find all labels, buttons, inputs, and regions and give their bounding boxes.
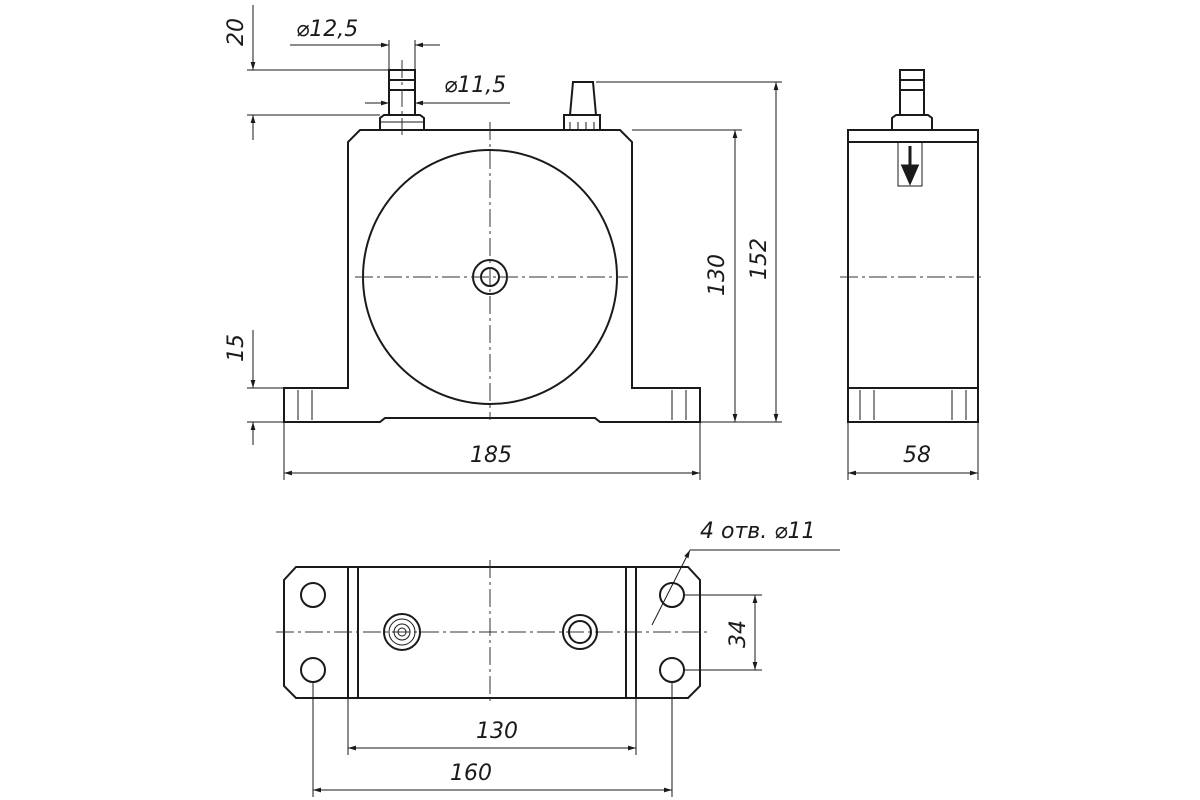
- side-view: 58: [840, 69, 985, 480]
- dim-inlet-height: 20: [224, 18, 249, 46]
- dim-hole-spacing-x: 160: [450, 761, 492, 786]
- dim-width: 58: [903, 443, 931, 468]
- arrow-down-icon: [900, 146, 920, 186]
- direction-arrow-box: [897, 141, 923, 187]
- dim-outer-diameter: ⌀12,5: [296, 17, 358, 42]
- dim-foot-height: 15: [224, 334, 249, 362]
- inlet-fitting: [379, 60, 425, 135]
- bottom-view: 4 отв. ⌀11 34 130 160: [276, 519, 840, 797]
- dim-total-height: 152: [747, 238, 772, 280]
- dim-hole-spacing-y: 34: [726, 620, 751, 648]
- dim-total-length: 185: [470, 443, 512, 468]
- dim-inner-diameter: ⌀11,5: [444, 73, 506, 98]
- front-view: 20 ⌀12,5 ⌀11,5 15 130 152 185: [224, 5, 782, 480]
- dim-body-length: 130: [476, 719, 518, 744]
- holes-note: 4 отв. ⌀11: [700, 519, 815, 544]
- exhaust-fitting: [563, 81, 601, 131]
- dim-body-height: 130: [705, 254, 730, 296]
